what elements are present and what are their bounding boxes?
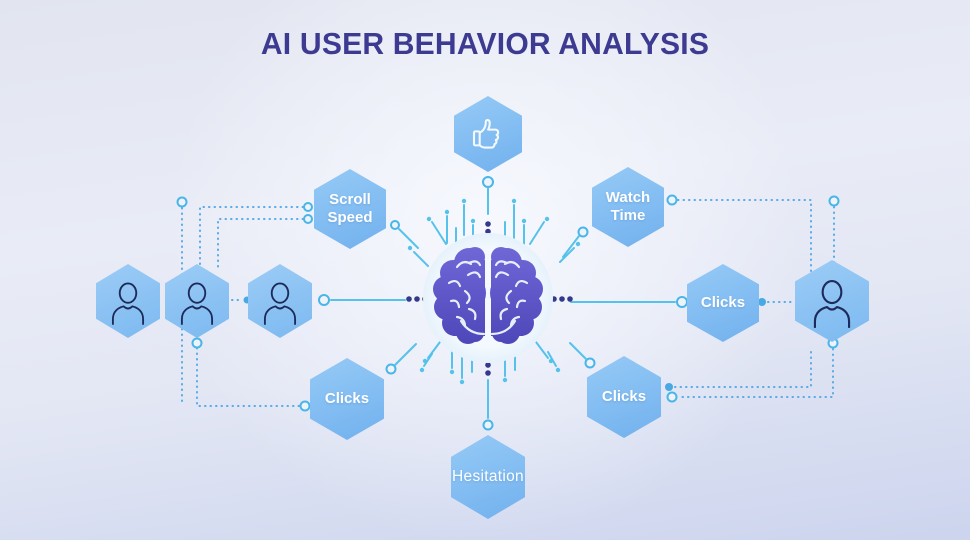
scroll-speed-label: Scroll Speed (327, 190, 373, 226)
center-node (413, 223, 563, 378)
connector-rings (176, 176, 840, 431)
thumbs-up-icon (472, 118, 500, 149)
clicks-bottom-right-label: Clicks (601, 387, 647, 405)
clicks-mid-right-label: Clicks (700, 293, 746, 311)
dotted-connectors (181, 199, 835, 407)
user-icon (263, 282, 297, 325)
page-title: AI USER BEHAVIOR ANALYSIS (260, 26, 710, 61)
ray-tip-dots (407, 198, 581, 385)
user-icon (111, 282, 145, 325)
brain-icon (423, 233, 553, 363)
clicks-bottom-left-label: Clicks (324, 389, 370, 407)
watch-time-label: Watch Time (605, 188, 651, 224)
user-icon (813, 280, 851, 328)
hesitation-label: Hesitation (452, 467, 524, 485)
user-icon (180, 282, 214, 325)
